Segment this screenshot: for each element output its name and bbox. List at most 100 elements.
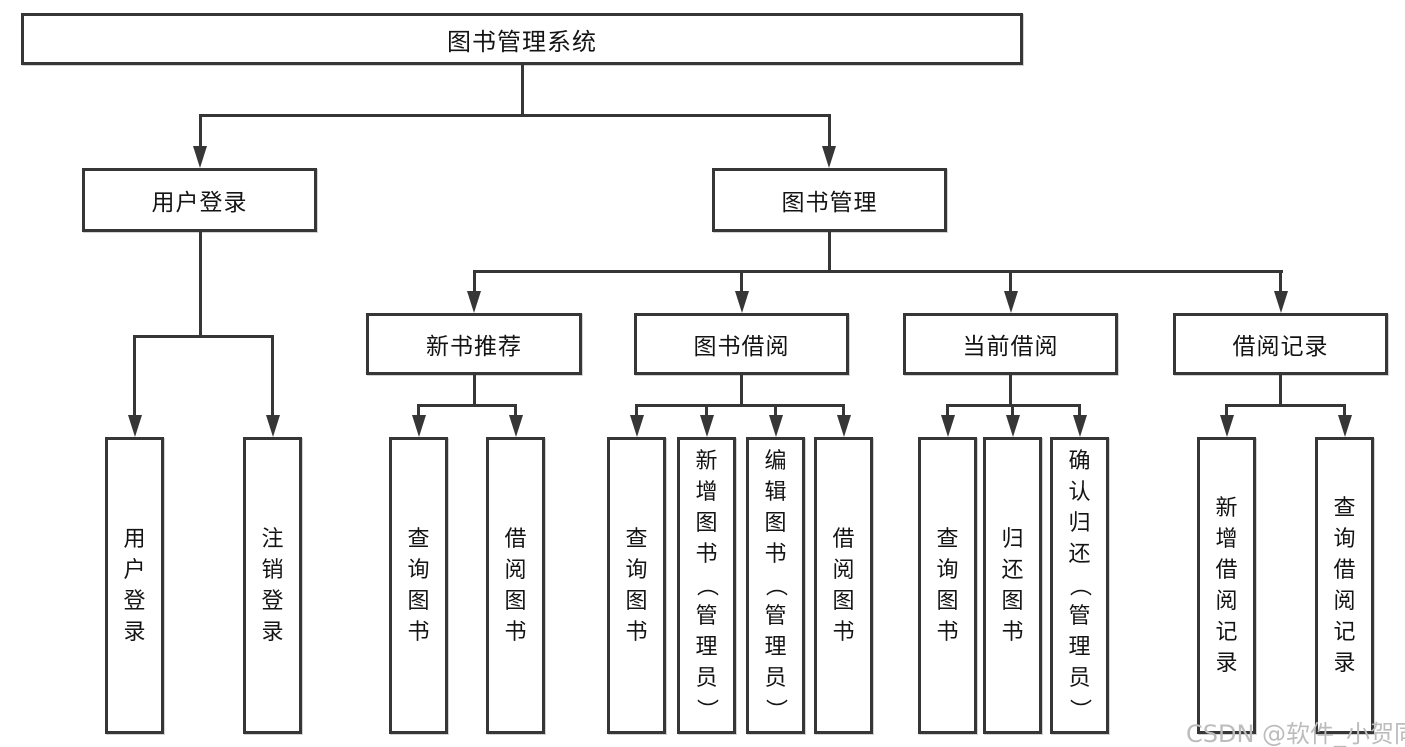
vertical-char: 还 bbox=[1001, 557, 1024, 583]
vertical-char: 借 bbox=[832, 526, 855, 552]
csdn-watermark: CSDN @软件_小贺同学 bbox=[1186, 720, 1405, 747]
node-book-management: 图书管理 bbox=[712, 168, 947, 232]
leaf-borrow-books-label: 借阅图书 bbox=[817, 444, 870, 727]
connector-line bbox=[514, 404, 517, 422]
leaf-edit-books-admin-label: 编辑图书（管理员） bbox=[749, 444, 802, 727]
connector-line bbox=[520, 62, 524, 117]
arrowhead-down-icon bbox=[1337, 415, 1352, 437]
vertical-char: 录 bbox=[1333, 650, 1356, 676]
node-borrow-records: 借阅记录 bbox=[1173, 313, 1388, 375]
connector-line bbox=[198, 114, 202, 152]
vertical-char: 管 bbox=[695, 604, 718, 629]
leaf-add-borrow-record: 新增借阅记录 bbox=[1197, 437, 1256, 734]
arrowhead-down-icon bbox=[1273, 291, 1288, 313]
connector-line bbox=[198, 114, 831, 117]
vertical-char: 增 bbox=[1215, 526, 1238, 552]
node-root-system: 图书管理系统 bbox=[21, 13, 1023, 65]
vertical-char: 管 bbox=[1068, 604, 1091, 629]
vertical-char: 书 bbox=[936, 619, 959, 645]
vertical-char: 确 bbox=[1068, 449, 1091, 474]
connector-line bbox=[1078, 404, 1081, 422]
leaf-query-borrow-record: 查询借阅记录 bbox=[1315, 437, 1374, 734]
vertical-char: 书 bbox=[625, 619, 648, 645]
node-user-login: 用户登录 bbox=[82, 168, 317, 232]
vertical-char: 图 bbox=[504, 588, 527, 614]
vertical-char: 辑 bbox=[764, 480, 787, 505]
vertical-char: 图 bbox=[407, 588, 430, 614]
connector-line bbox=[1011, 404, 1014, 422]
vertical-char: 记 bbox=[1333, 619, 1356, 645]
connector-line bbox=[198, 229, 202, 338]
vertical-char: 借 bbox=[1215, 557, 1238, 583]
vertical-char: 记 bbox=[1215, 619, 1238, 645]
arrowhead-down-icon bbox=[467, 291, 481, 313]
connector-line bbox=[740, 372, 743, 407]
vertical-char: 图 bbox=[764, 511, 787, 536]
vertical-char: 询 bbox=[936, 557, 959, 583]
vertical-char: 图 bbox=[1001, 588, 1024, 614]
vertical-char: 阅 bbox=[1215, 588, 1238, 614]
vertical-char: （ bbox=[693, 574, 719, 597]
vertical-char: ） bbox=[762, 698, 788, 721]
vertical-char: 员 bbox=[695, 666, 718, 691]
connector-line bbox=[472, 372, 476, 407]
arrowhead-down-icon bbox=[411, 415, 426, 437]
connector-line bbox=[774, 404, 777, 422]
vertical-char: 员 bbox=[764, 666, 787, 691]
vertical-char: ） bbox=[1066, 698, 1092, 721]
arrowhead-down-icon bbox=[1005, 415, 1020, 437]
connector-line bbox=[635, 404, 638, 422]
vertical-char: 阅 bbox=[832, 557, 855, 583]
node-current-borrow: 当前借阅 bbox=[903, 313, 1118, 375]
connector-line bbox=[133, 335, 136, 423]
arrowhead-down-icon bbox=[193, 146, 207, 168]
vertical-char: 询 bbox=[1333, 526, 1356, 552]
vertical-char: 书 bbox=[504, 619, 527, 645]
connector-line bbox=[1009, 372, 1012, 407]
leaf-logout: 注销登录 bbox=[243, 437, 302, 734]
leaf-confirm-return-admin: 确认归还（管理员） bbox=[1050, 437, 1109, 734]
vertical-char: 登 bbox=[261, 588, 284, 614]
vertical-char: 阅 bbox=[1333, 588, 1356, 614]
connector-line bbox=[946, 404, 949, 422]
leaf-borrow-books-recommend-label: 借阅图书 bbox=[489, 444, 542, 727]
leaf-query-books-borrow-label: 查询图书 bbox=[610, 444, 663, 727]
connector-line bbox=[1009, 270, 1012, 296]
connector-line bbox=[635, 404, 845, 407]
arrowhead-down-icon bbox=[1072, 415, 1087, 437]
arrowhead-down-icon bbox=[768, 415, 783, 437]
vertical-char: 编 bbox=[764, 449, 787, 474]
connector-line bbox=[1343, 404, 1346, 422]
leaf-borrow-books-recommend: 借阅图书 bbox=[486, 437, 545, 734]
vertical-char: 询 bbox=[407, 557, 430, 583]
vertical-char: 用 bbox=[123, 526, 146, 552]
vertical-char: 员 bbox=[1068, 666, 1091, 691]
vertical-char: 书 bbox=[1001, 619, 1024, 645]
connector-line bbox=[1225, 404, 1228, 422]
vertical-char: 书 bbox=[832, 619, 855, 645]
vertical-char: 借 bbox=[1333, 557, 1356, 583]
arrowhead-down-icon bbox=[127, 415, 142, 437]
connector-line bbox=[842, 404, 845, 422]
vertical-char: 询 bbox=[625, 557, 648, 583]
connector-line bbox=[740, 270, 743, 296]
vertical-char: 录 bbox=[261, 619, 284, 645]
leaf-query-books-recommend: 查询图书 bbox=[389, 437, 448, 734]
connector-line bbox=[271, 335, 274, 423]
connector-line bbox=[417, 404, 517, 407]
leaf-edit-books-admin: 编辑图书（管理员） bbox=[746, 437, 805, 734]
node-new-book-recommend: 新书推荐 bbox=[366, 313, 582, 375]
node-book-borrow: 图书借阅 bbox=[634, 313, 849, 375]
vertical-char: 查 bbox=[625, 526, 648, 552]
arrowhead-down-icon bbox=[1219, 415, 1234, 437]
vertical-char: 书 bbox=[407, 619, 430, 645]
vertical-char: ） bbox=[693, 698, 719, 721]
leaf-query-books-borrow: 查询图书 bbox=[607, 437, 666, 734]
connector-line bbox=[472, 270, 1283, 273]
vertical-char: 户 bbox=[123, 557, 146, 583]
leaf-user-login: 用户登录 bbox=[105, 437, 164, 734]
leaf-borrow-books: 借阅图书 bbox=[814, 437, 873, 734]
connector-line bbox=[417, 404, 420, 422]
vertical-char: 书 bbox=[695, 542, 718, 567]
